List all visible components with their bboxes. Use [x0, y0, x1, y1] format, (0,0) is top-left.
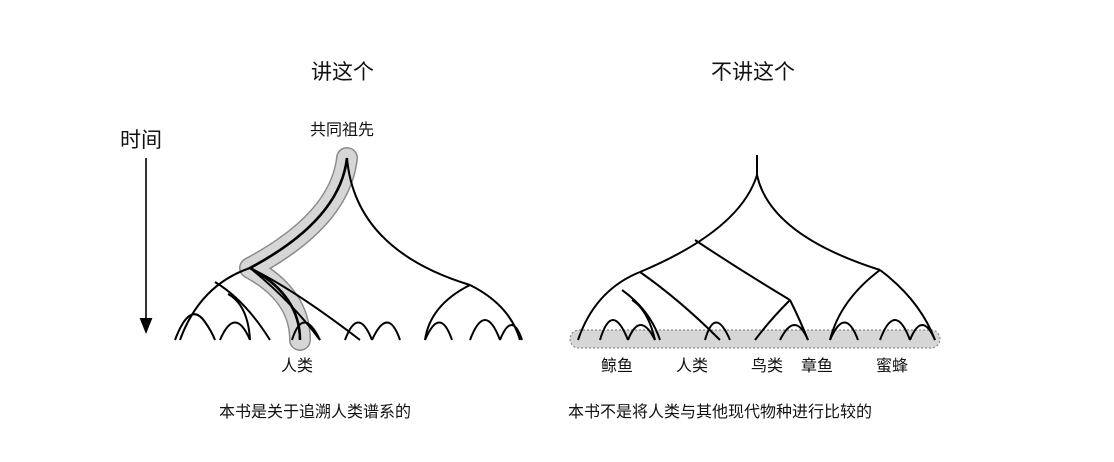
leaf-label-octopus: 章鱼 [801, 356, 834, 375]
lineage-line [247, 157, 349, 341]
right-caption: 本书不是将人类与其他现代物种进行比较的 [568, 402, 873, 421]
leaf-label-bee: 蜜蜂 [876, 356, 909, 375]
right-tree [577, 155, 936, 341]
leaf-label-whale: 鲸鱼 [601, 356, 634, 375]
leaf-label-bird: 鸟类 [751, 356, 784, 375]
left-panel-title: 讲这个 [311, 60, 374, 84]
left-caption: 本书是关于追溯人类谱系的 [219, 402, 412, 421]
human-label-left: 人类 [281, 356, 314, 375]
time-axis-label: 时间 [120, 128, 162, 152]
common-ancestor-label: 共同祖先 [310, 120, 375, 139]
leaf-label-human: 人类 [676, 356, 709, 375]
right-panel-title: 不讲这个 [711, 60, 795, 84]
